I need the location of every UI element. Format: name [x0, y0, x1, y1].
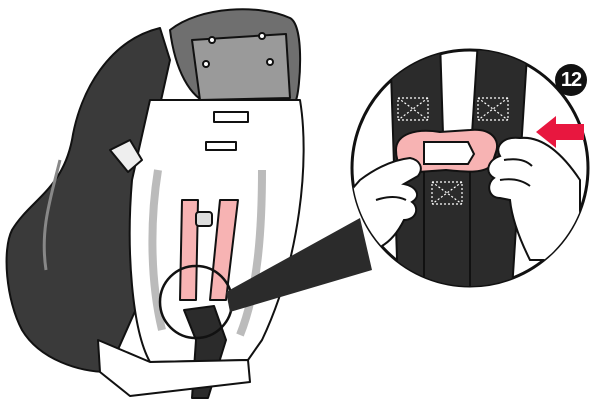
magnifier-circle	[346, 40, 588, 290]
step-number-badge: 12	[555, 64, 587, 96]
headrest-hole	[259, 33, 265, 39]
chest-clip-tongue	[424, 142, 474, 164]
car-seat-illustration	[7, 9, 304, 398]
headrest-hole	[203, 61, 209, 67]
top-slot	[214, 112, 248, 122]
headrest-hole	[209, 37, 215, 43]
harness-adjuster	[196, 212, 212, 226]
headrest-hole	[267, 59, 273, 65]
zoom-strap-center	[424, 168, 470, 290]
upper-slot	[206, 142, 236, 150]
